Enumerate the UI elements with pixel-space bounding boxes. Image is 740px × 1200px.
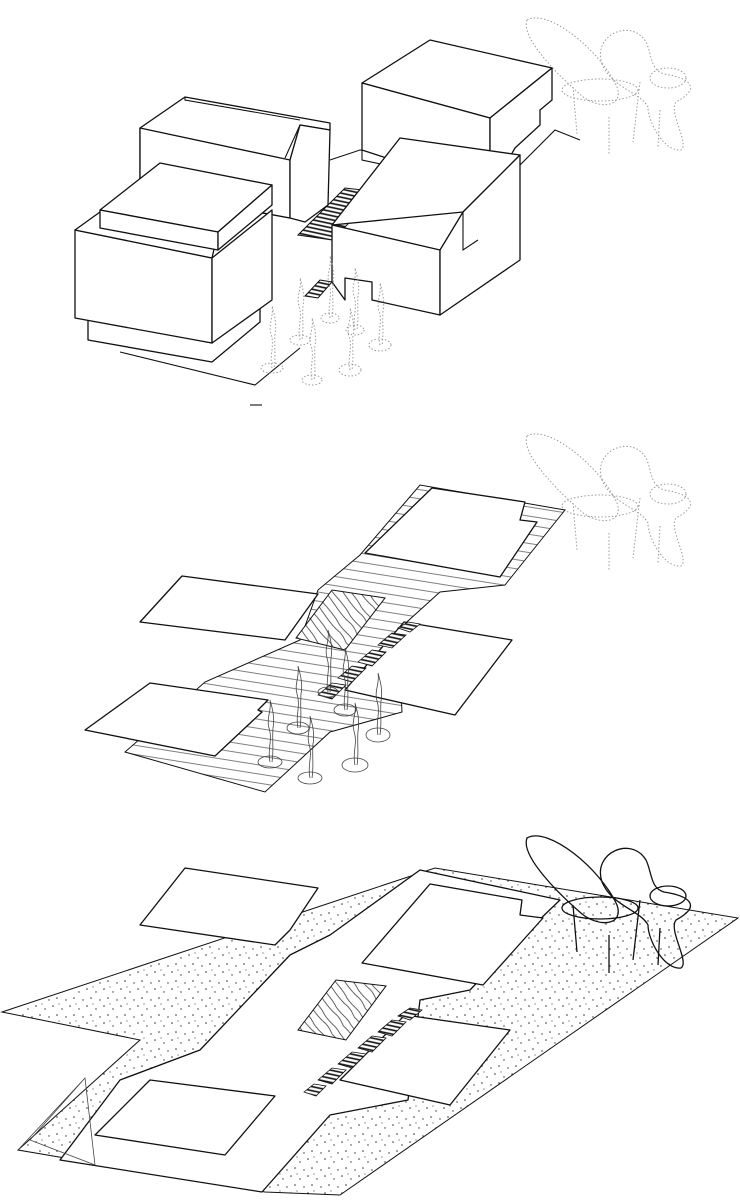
site-wood-deck [297,979,387,1041]
site-plate-back [361,883,544,986]
sculpture-ghost-middle [525,433,692,572]
figures-ghost-top [260,255,392,386]
building-front-left [74,162,273,363]
site-plate-left [139,867,319,946]
dark-paving-blocks [317,621,421,700]
ground-outline [119,347,301,386]
site-plate-front-left [94,1079,276,1156]
figures [257,629,391,785]
floor-plate-back [364,487,538,578]
wood-deck [295,589,386,651]
site-dark-paving-blocks [303,1007,423,1097]
floor-plate-left [139,575,319,641]
building-front-right [331,137,521,316]
floor-plate-front-left [84,682,269,757]
ground-floor-layer [84,433,692,793]
massing-layer [74,17,692,406]
site-plan-layer [0,835,740,1196]
paving-blocks-top [303,279,333,299]
ramp-lines [17,1077,96,1166]
